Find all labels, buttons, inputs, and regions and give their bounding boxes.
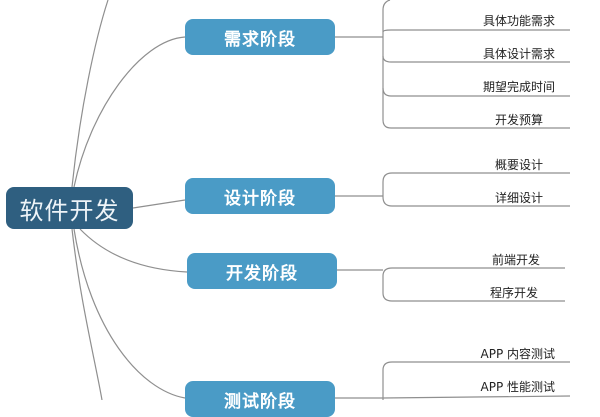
stage-node-development[interactable]: 开发阶段 — [187, 253, 337, 289]
leaf-app-content-test[interactable]: APP 内容测试 — [480, 347, 556, 361]
leaf-app-performance-test[interactable]: APP 性能测试 — [480, 380, 556, 394]
leaf-frontend-dev[interactable]: 前端开发 — [491, 253, 540, 267]
stage-node-requirements[interactable]: 需求阶段 — [185, 19, 335, 55]
leaf-detailed-design[interactable]: 详细设计 — [494, 191, 543, 205]
leaf-program-dev[interactable]: 程序开发 — [489, 286, 538, 300]
leaf-outline-design[interactable]: 概要设计 — [494, 158, 543, 172]
leaf-functional-requirements[interactable]: 具体功能需求 — [482, 14, 555, 28]
stage-node-testing[interactable]: 测试阶段 — [185, 381, 335, 417]
connector-lines — [71, 0, 571, 400]
leaf-design-requirements[interactable]: 具体设计需求 — [482, 47, 555, 61]
leaf-budget[interactable]: 开发预算 — [494, 113, 543, 127]
root-node[interactable]: 软件开发 — [6, 187, 133, 229]
stage-node-design[interactable]: 设计阶段 — [185, 178, 335, 214]
leaf-expected-completion[interactable]: 期望完成时间 — [482, 80, 555, 94]
